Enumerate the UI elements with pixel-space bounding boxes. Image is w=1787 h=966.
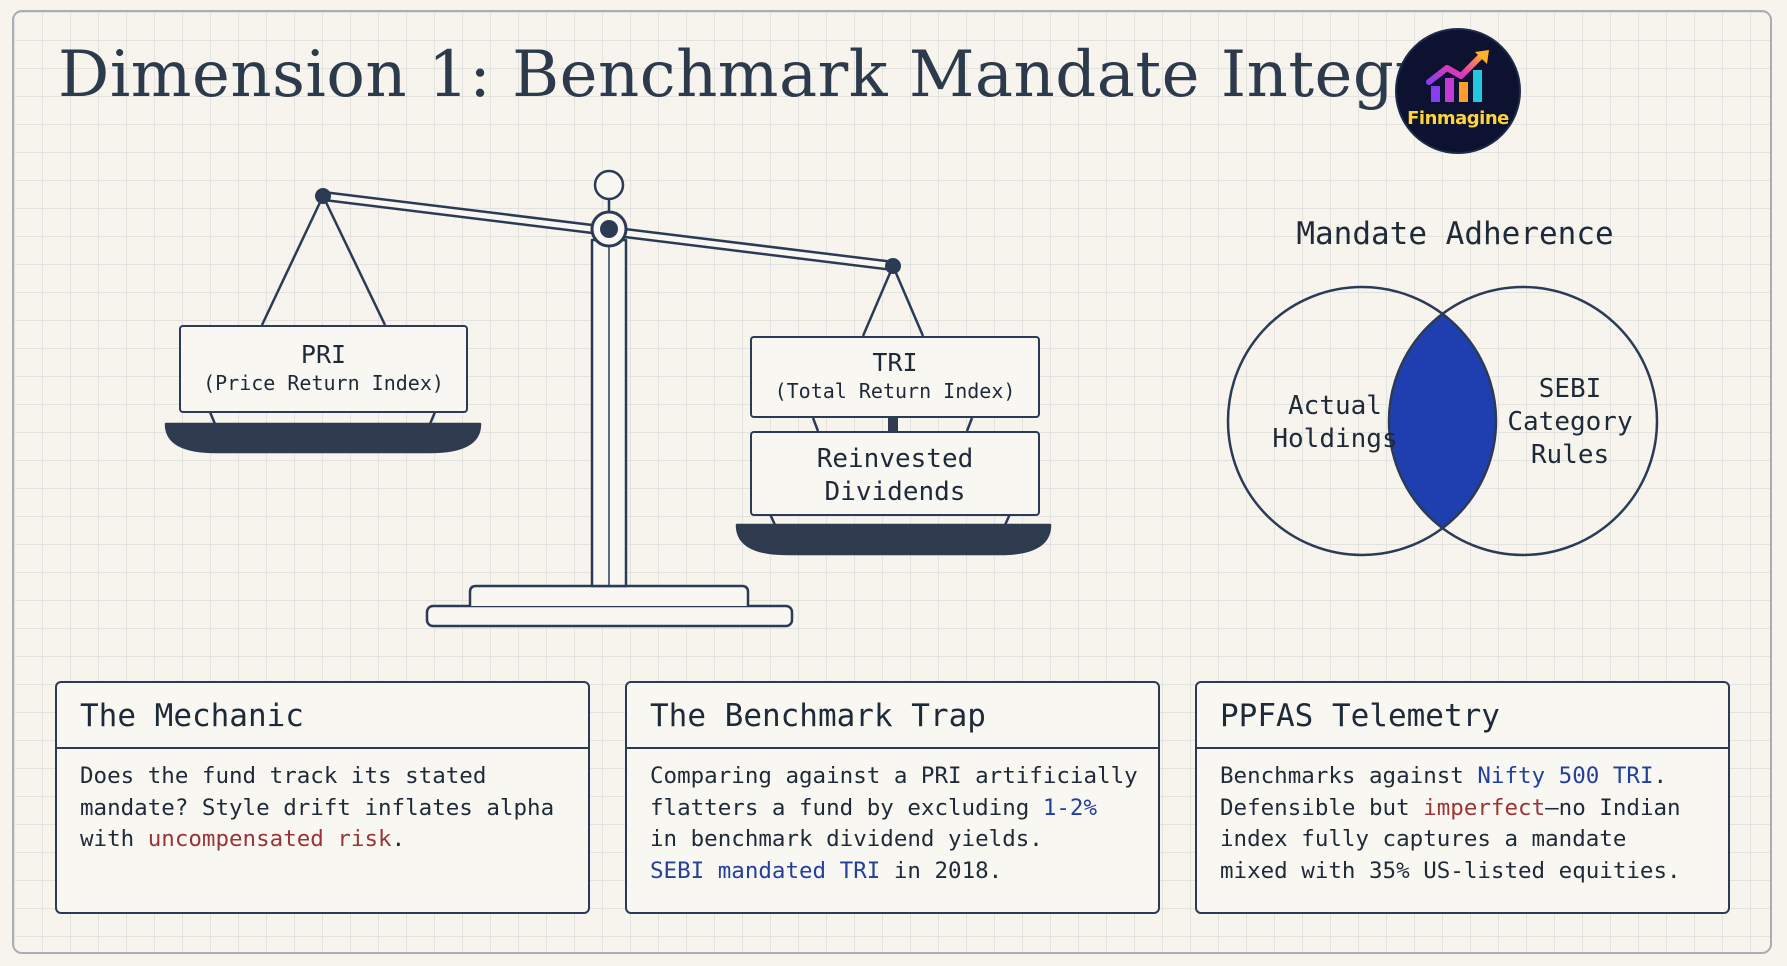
right-hanger-l [861, 265, 895, 337]
card-text: —no Indian [1545, 794, 1681, 821]
right-join-r [965, 417, 974, 432]
rising-bar-chart-icon [1426, 50, 1489, 102]
pri-sublabel: (Price Return Index) [203, 371, 444, 395]
venn-left-label: Actual Holdings [1272, 391, 1398, 454]
venn-circle-right [1387, 285, 1659, 557]
highlighted-text: imperfect [1423, 794, 1546, 821]
card-text-line: with uncompensated risk. [80, 824, 565, 856]
scale-pivot-inner [600, 220, 618, 238]
card-text-line: mandate? Style drift inflates alpha [80, 793, 565, 825]
card-text: Benchmarks against [1220, 763, 1478, 789]
right-hanger-r [891, 265, 925, 337]
card-benchmark-trap: The Benchmark Trap Comparing against a P… [625, 681, 1160, 914]
card-text-line: Benchmarks against Nifty 500 TRI. [1220, 761, 1705, 793]
card-ppfas-telemetry: PPFAS Telemetry Benchmarks against Nifty… [1195, 681, 1730, 914]
highlighted-text: Nifty 500 TRI [1477, 763, 1654, 789]
finmagine-logo: Finmagine [1395, 28, 1521, 154]
left-hook [315, 188, 331, 204]
reinvested-label: Reinvested [816, 444, 974, 474]
card-text-line: mixed with 35% US-listed equities. [1220, 856, 1705, 888]
card-text: Comparing against a PRI artificially [650, 763, 1138, 789]
venn-right-label: SEBI Category Rules [1507, 374, 1633, 470]
right-pan [735, 523, 1052, 556]
left-pan [164, 422, 482, 454]
card-text: in benchmark dividend yields. [650, 826, 1043, 852]
right-join-l [811, 417, 820, 432]
logo-text: Finmagine [1407, 108, 1509, 129]
page-title: Dimension 1: Benchmark Mandate Integrity [58, 38, 1510, 112]
tri-label-box: TRI (Total Return Index) [750, 336, 1040, 418]
dividends-label: Dividends [824, 477, 966, 507]
card-body: Benchmarks against Nifty 500 TRI.Defensi… [1197, 749, 1728, 887]
card-text: mixed with 35% US-listed equities. [1220, 857, 1681, 884]
card-text-line: index fully captures a mandate [1220, 824, 1705, 856]
card-body: Does the fund track its stated mandate? S… [57, 749, 588, 856]
card-text: . [1653, 763, 1668, 789]
card-mechanic: The Mechanic Does the fund track its sta… [55, 681, 590, 914]
card-text: Defensible but [1220, 794, 1424, 821]
highlighted-text: 1-2% [1042, 794, 1098, 821]
card-text: with [80, 826, 148, 852]
card-title: The Mechanic [57, 683, 588, 749]
venn-overlap [1389, 287, 1496, 555]
card-text-line: flatters a fund by excluding 1-2% [650, 793, 1135, 825]
left-hanger-l [260, 195, 325, 326]
card-title: The Benchmark Trap [627, 683, 1158, 749]
left-pan-post-l [208, 411, 217, 425]
card-body: Comparing against a PRI artificially flat… [627, 749, 1158, 887]
pri-label-box: PRI (Price Return Index) [179, 325, 468, 413]
card-text: . [391, 826, 406, 852]
pri-label: PRI [300, 340, 347, 369]
reinvested-dividends-box: Reinvested Dividends [750, 431, 1040, 516]
card-text: mandate? Style drift inflates alpha [80, 794, 555, 821]
card-text-line: Comparing against a PRI artificially [650, 761, 1138, 793]
tri-sublabel: (Total Return Index) [774, 379, 1016, 403]
card-text-line: in benchmark dividend yields. [650, 824, 1135, 856]
card-text: index fully captures a mandate [1220, 826, 1627, 852]
highlighted-text: SEBI mandated TRI [650, 857, 881, 884]
card-text: in 2018. [880, 857, 1003, 884]
right-stack-connector [888, 408, 898, 442]
highlighted-text: uncompensated risk [147, 826, 392, 852]
left-pan-post-r [428, 411, 437, 425]
venn-circle-left [1226, 285, 1498, 557]
card-text-line: Defensible but imperfect—no Indian [1220, 793, 1705, 825]
right-hook [885, 258, 901, 274]
card-text: flatters a fund by excluding [650, 794, 1043, 821]
card-text: Does the fund track its stated [80, 763, 487, 789]
tri-label: TRI [872, 348, 918, 377]
venn-title: Mandate Adherence [1296, 216, 1614, 252]
card-text-line: Does the fund track its stated [80, 761, 565, 793]
left-hanger-r [321, 195, 387, 326]
card-text-line: SEBI mandated TRI in 2018. [650, 856, 1135, 888]
card-title: PPFAS Telemetry [1197, 683, 1728, 749]
